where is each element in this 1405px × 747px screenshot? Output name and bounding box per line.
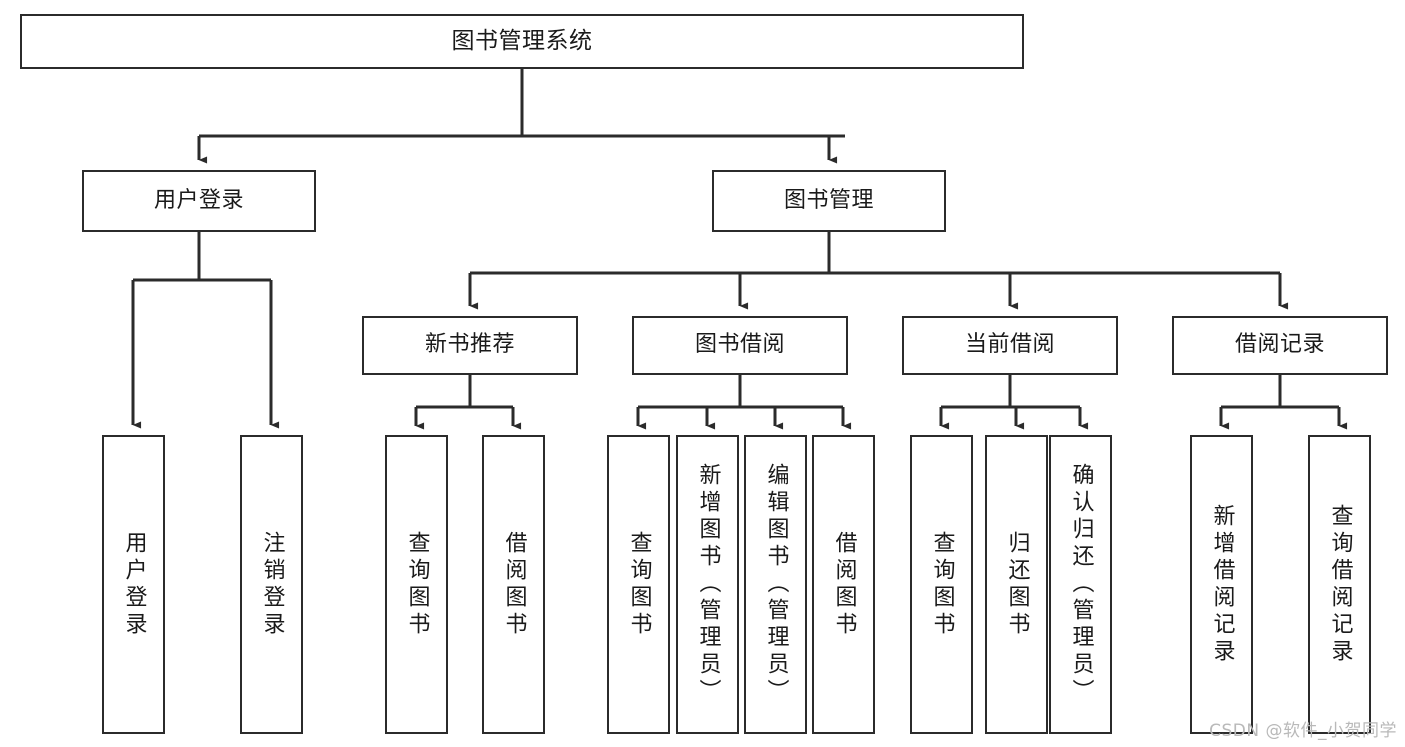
- node-leaf-borrow-book-1-label: 借阅图书: [501, 530, 527, 639]
- node-leaf-query-book-1[interactable]: 查询图书: [385, 435, 448, 734]
- node-leaf-logout[interactable]: 注销登录: [240, 435, 303, 734]
- node-leaf-user-login-label: 用户登录: [121, 530, 147, 639]
- node-leaf-query-book-1-label: 查询图书: [404, 530, 430, 639]
- node-leaf-query-book-2-label: 查询图书: [626, 530, 652, 639]
- node-leaf-confirm-return-label: 确认归还（管理员）: [1068, 463, 1094, 706]
- node-current-borrow-label: 当前借阅: [964, 332, 1055, 358]
- node-book-management[interactable]: 图书管理: [712, 170, 946, 232]
- node-leaf-edit-book[interactable]: 编辑图书（管理员）: [744, 435, 807, 734]
- node-leaf-query-book-3-label: 查询图书: [929, 530, 955, 639]
- node-leaf-edit-book-label: 编辑图书（管理员）: [763, 463, 789, 706]
- node-leaf-query-book-2[interactable]: 查询图书: [607, 435, 670, 734]
- node-leaf-add-book-label: 新增图书（管理员）: [695, 463, 721, 706]
- node-borrow-record[interactable]: 借阅记录: [1172, 316, 1388, 375]
- node-book-borrow[interactable]: 图书借阅: [632, 316, 848, 375]
- node-leaf-logout-label: 注销登录: [259, 530, 285, 639]
- node-user-login[interactable]: 用户登录: [82, 170, 316, 232]
- node-borrow-record-label: 借阅记录: [1234, 332, 1325, 358]
- node-leaf-return-book-label: 归还图书: [1004, 530, 1030, 639]
- watermark: CSDN @软件_小贺同学: [1209, 721, 1397, 741]
- node-root-label: 图书管理系统: [451, 27, 593, 54]
- node-new-book-recommend[interactable]: 新书推荐: [362, 316, 578, 375]
- node-root[interactable]: 图书管理系统: [20, 14, 1024, 69]
- node-book-management-label: 图书管理: [783, 187, 874, 213]
- node-user-login-label: 用户登录: [153, 187, 244, 213]
- node-current-borrow[interactable]: 当前借阅: [902, 316, 1118, 375]
- node-leaf-add-book[interactable]: 新增图书（管理员）: [676, 435, 739, 734]
- node-leaf-confirm-return[interactable]: 确认归还（管理员）: [1049, 435, 1112, 734]
- node-leaf-borrow-book-2[interactable]: 借阅图书: [812, 435, 875, 734]
- node-leaf-query-book-3[interactable]: 查询图书: [910, 435, 973, 734]
- node-leaf-return-book[interactable]: 归还图书: [985, 435, 1048, 734]
- node-leaf-add-record-label: 新增借阅记录: [1209, 503, 1235, 666]
- node-book-borrow-label: 图书借阅: [694, 332, 785, 358]
- node-leaf-borrow-book-1[interactable]: 借阅图书: [482, 435, 545, 734]
- node-leaf-query-record-label: 查询借阅记录: [1327, 503, 1353, 666]
- node-leaf-user-login[interactable]: 用户登录: [102, 435, 165, 734]
- node-leaf-borrow-book-2-label: 借阅图书: [831, 530, 857, 639]
- node-new-book-recommend-label: 新书推荐: [424, 332, 515, 358]
- node-leaf-query-record[interactable]: 查询借阅记录: [1308, 435, 1371, 734]
- node-leaf-add-record[interactable]: 新增借阅记录: [1190, 435, 1253, 734]
